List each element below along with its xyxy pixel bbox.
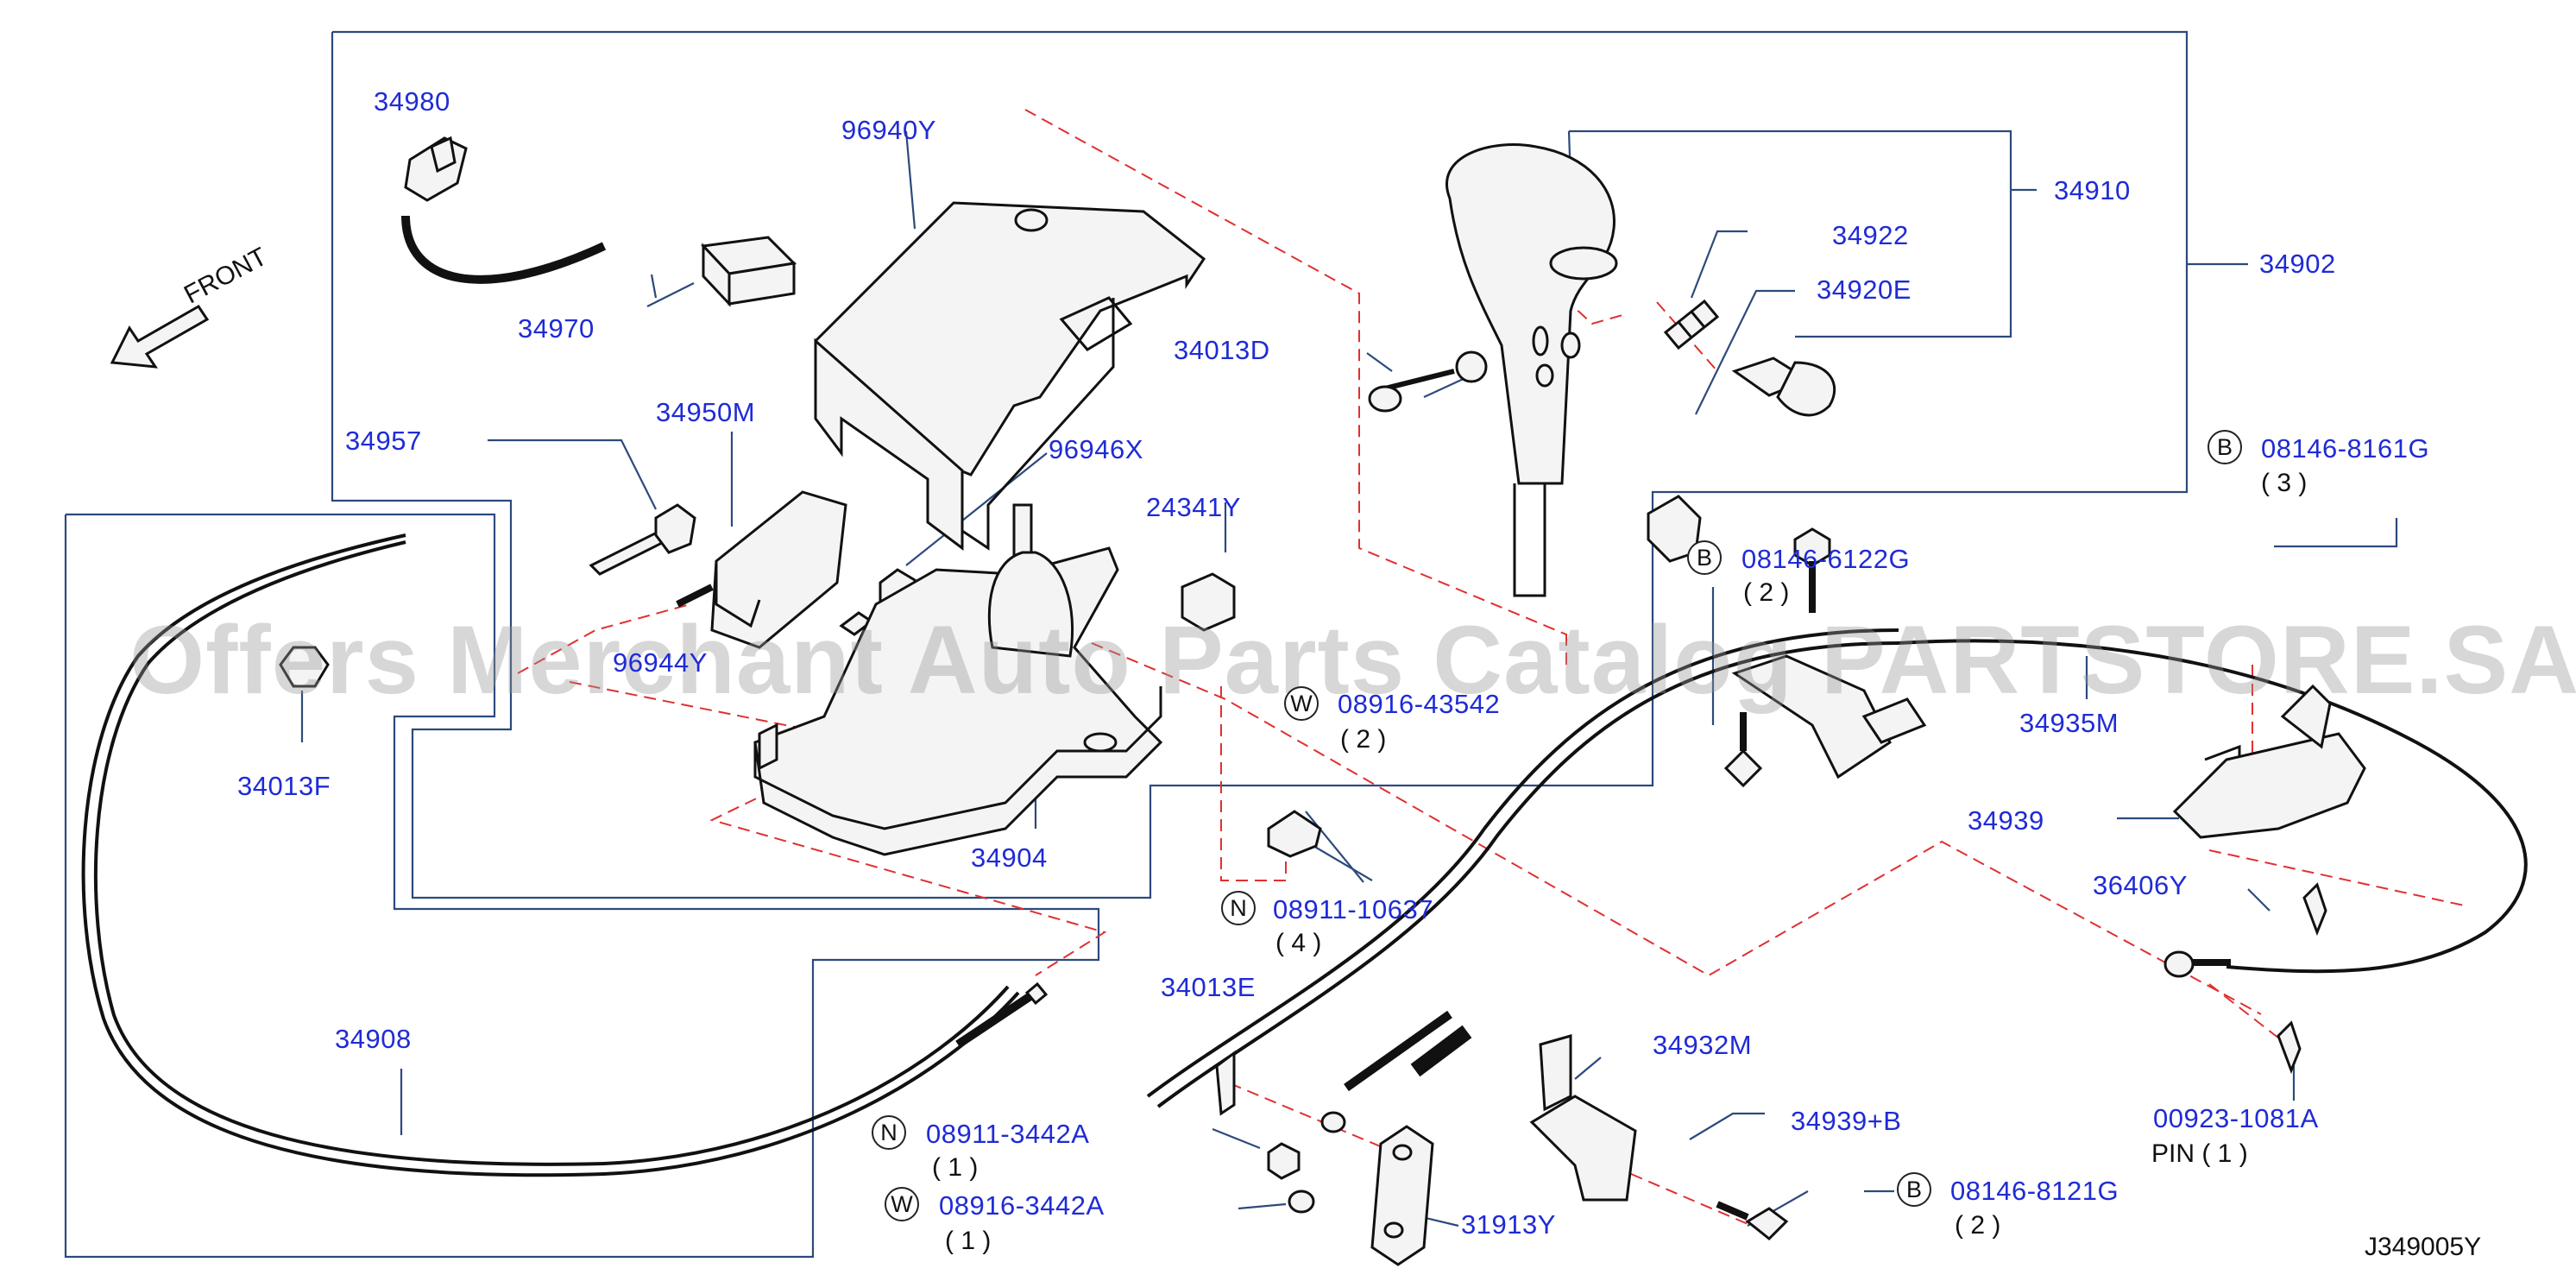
prefix-badge-n: N [872,1115,906,1150]
part-label-34939-b[interactable]: 34939+B [1791,1106,1902,1136]
part-label-34013d[interactable]: 34013D [1174,335,1270,365]
part-label-36406y[interactable]: 36406Y [2093,870,2188,900]
part-label-34932m[interactable]: 34932M [1653,1030,1753,1060]
part-shapes [110,136,2366,1266]
part-label-34939[interactable]: 34939 [1968,805,2044,836]
part-label-96940y[interactable]: 96940Y [841,115,936,145]
fastener-label-08146-8121g[interactable]: 08146-8121G [1950,1176,2119,1206]
part-label-34013e[interactable]: 34013E [1161,972,1256,1002]
fastener-qty: ( 4 ) [1275,929,1322,957]
fastener-qty: ( 2 ) [1743,578,1790,607]
fastener-label-08146-8161g[interactable]: 08146-8161G [2261,433,2430,464]
part-label-24341y[interactable]: 24341Y [1146,492,1241,522]
prefix-badge-n: N [1221,891,1256,925]
part-label-34980[interactable]: 34980 [374,86,450,117]
fastener-qty: ( 3 ) [2261,469,2308,497]
fastener-qty: ( 1 ) [932,1153,979,1182]
diagram-code: J349005Y [2365,1233,2482,1261]
part-label-96944y[interactable]: 96944Y [613,647,708,678]
prefix-badge-b: B [1687,540,1722,575]
red-assembly-guides [517,109,2469,1227]
part-label-34013f[interactable]: 34013F [237,771,331,801]
prefix-badge-w: W [885,1187,919,1221]
part-label-34970[interactable]: 34970 [518,313,595,344]
watermark: Offers Merchant Auto Parts Catalog PARTS… [129,606,2576,714]
part-label-31913y[interactable]: 31913Y [1461,1209,1556,1240]
prefix-badge-w: W [1284,686,1319,721]
part-label-34920e[interactable]: 34920E [1817,274,1912,305]
fastener-label-08916-43542[interactable]: 08916-43542 [1338,689,1501,719]
fastener-qty: ( 2 ) [1955,1211,2001,1240]
fastener-label-08911-10637[interactable]: 08911-10637 [1273,894,1433,924]
fastener-qty: ( 2 ) [1340,725,1387,754]
pin-quantity-note: PIN ( 1 ) [2151,1139,2248,1168]
prefix-badge-b: B [1897,1172,1931,1207]
fastener-label-08911-3442a[interactable]: 08911-3442A [926,1119,1090,1149]
part-label-00923-1081a[interactable]: 00923-1081A [2153,1103,2319,1133]
group-outline-lines [64,30,2398,1259]
fastener-label-08146-6122g[interactable]: 08146-6122G [1741,544,1911,574]
part-label-34950m[interactable]: 34950M [656,397,756,427]
part-label-34910[interactable]: 34910 [2054,175,2131,205]
cables [81,533,2528,1177]
fastener-qty: ( 1 ) [945,1227,992,1255]
fastener-label-08916-3442a[interactable]: 08916-3442A [939,1190,1105,1221]
part-label-96946x[interactable]: 96946X [1049,434,1143,464]
part-label-34908[interactable]: 34908 [335,1024,412,1054]
part-label-34922[interactable]: 34922 [1832,220,1909,250]
part-label-34902[interactable]: 34902 [2259,249,2336,279]
part-label-34957[interactable]: 34957 [345,426,422,456]
part-label-34904[interactable]: 34904 [971,842,1048,873]
part-label-34935m[interactable]: 34935M [2019,708,2119,738]
prefix-badge-b: B [2208,430,2242,464]
